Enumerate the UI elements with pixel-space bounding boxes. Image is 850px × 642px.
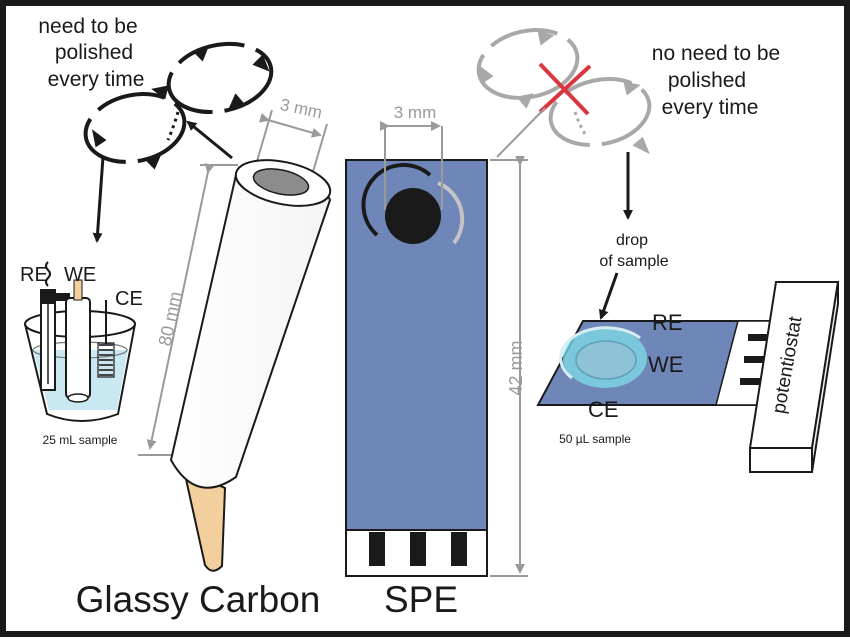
potentiostat-box	[748, 281, 840, 473]
left-polish-note: need to be polished every time	[38, 15, 144, 91]
arrow-icon	[186, 120, 233, 160]
glassy-carbon-electrode	[169, 159, 332, 572]
left-polish-line-1: need to be	[38, 15, 137, 38]
center-dim-diameter-label: 3 mm	[394, 103, 437, 122]
label-re-right: RE	[652, 310, 683, 335]
drop-line-2: of sample	[599, 253, 668, 270]
right-sample-volume: 50 µL sample	[559, 432, 631, 446]
center-dim-length-label: 42 mm	[506, 340, 526, 395]
right-polish-note: no need to be polished every time	[652, 42, 780, 119]
right-polish-line-2: polished	[668, 69, 746, 92]
left-polish-line-3: every time	[48, 68, 145, 91]
label-we-left: WE	[64, 264, 96, 286]
center-title: SPE	[384, 579, 458, 620]
arrow-icon	[598, 272, 619, 320]
label-ce-left: CE	[115, 288, 143, 310]
label-ce-right: CE	[588, 397, 619, 422]
label-re-left: RE	[20, 264, 48, 286]
right-pointer-line	[496, 107, 546, 158]
drop-line-1: drop	[616, 232, 648, 249]
cross-icon	[538, 62, 592, 116]
left-polish-line-2: polished	[55, 41, 133, 64]
three-electrode-cell	[24, 261, 136, 422]
center-dim-diameter	[380, 121, 443, 210]
left-electrode-labels: RE WE CE	[20, 264, 143, 310]
cycle-arrows-icon	[83, 41, 274, 170]
left-title: Glassy Carbon	[76, 579, 321, 620]
cycle-arrows-icon	[476, 28, 652, 155]
left-dim-length	[138, 163, 238, 456]
right-polish-line-1: no need to be	[652, 42, 780, 65]
right-polish-line-3: every time	[662, 96, 759, 119]
spe-in-potentiostat	[536, 320, 782, 406]
arrow-icon	[92, 156, 105, 243]
center-dim-length	[490, 156, 528, 577]
left-sample-volume: 25 mL sample	[43, 433, 118, 447]
right-electrode-labels: RE WE CE	[588, 310, 683, 422]
label-we-right: WE	[648, 352, 683, 377]
spe-strip	[345, 159, 488, 577]
drop-note: drop of sample	[599, 232, 668, 270]
